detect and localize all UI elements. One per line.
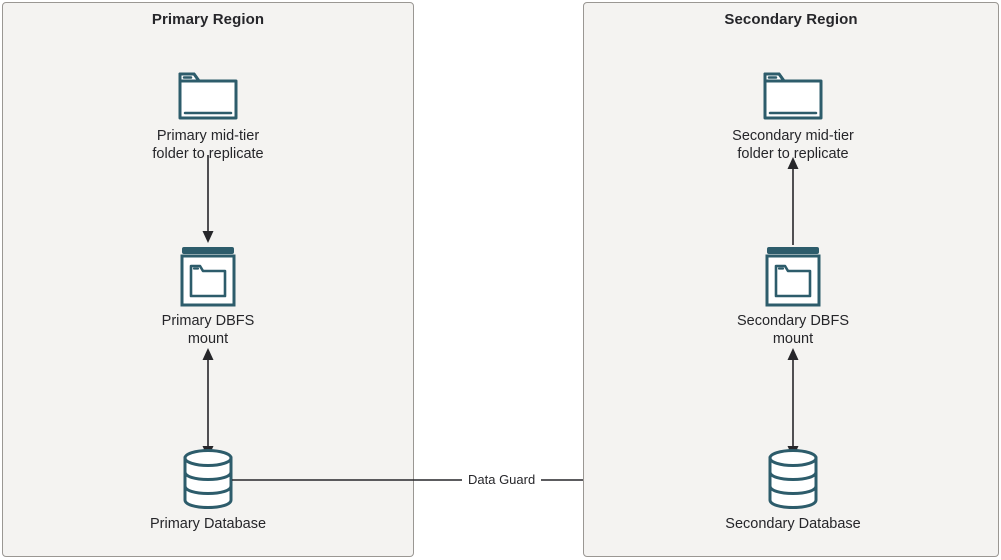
node-secondary-dbfs-mount-label: Secondary DBFS mount bbox=[736, 313, 850, 347]
node-secondary-database[interactable]: Secondary Database bbox=[673, 448, 913, 533]
node-primary-midtier-folder-label: Primary mid-tier folder to replicate bbox=[152, 128, 264, 162]
node-primary-midtier-folder[interactable]: Primary mid-tier folder to replicate bbox=[88, 60, 328, 163]
node-secondary-dbfs-mount[interactable]: Secondary DBFS mount bbox=[673, 245, 913, 348]
connector-primary-folder-to-mount bbox=[183, 155, 233, 245]
region-primary-title: Primary Region bbox=[151, 11, 265, 28]
dbfs-mount-window-icon bbox=[673, 245, 913, 307]
dbfs-mount-window-icon bbox=[88, 245, 328, 307]
region-secondary-title: Secondary Region bbox=[724, 11, 858, 28]
connector-secondary-mount-to-folder bbox=[768, 155, 818, 245]
folder-icon bbox=[673, 60, 913, 122]
node-primary-database-label: Primary Database bbox=[149, 516, 267, 532]
database-cylinder-icon bbox=[88, 448, 328, 510]
database-cylinder-icon bbox=[673, 448, 913, 510]
node-secondary-database-label: Secondary Database bbox=[725, 516, 861, 532]
data-guard-label: Data Guard bbox=[462, 472, 542, 487]
folder-icon bbox=[88, 60, 328, 122]
node-secondary-midtier-folder[interactable]: Secondary mid-tier folder to replicate bbox=[673, 60, 913, 163]
connector-secondary-database-to-mount bbox=[768, 348, 818, 458]
node-primary-dbfs-mount-label: Primary DBFS mount bbox=[161, 313, 255, 347]
node-primary-database[interactable]: Primary Database bbox=[88, 448, 328, 533]
connector-primary-mount-to-database bbox=[183, 348, 233, 458]
node-primary-dbfs-mount[interactable]: Primary DBFS mount bbox=[88, 245, 328, 348]
node-secondary-midtier-folder-label: Secondary mid-tier folder to replicate bbox=[732, 128, 854, 162]
